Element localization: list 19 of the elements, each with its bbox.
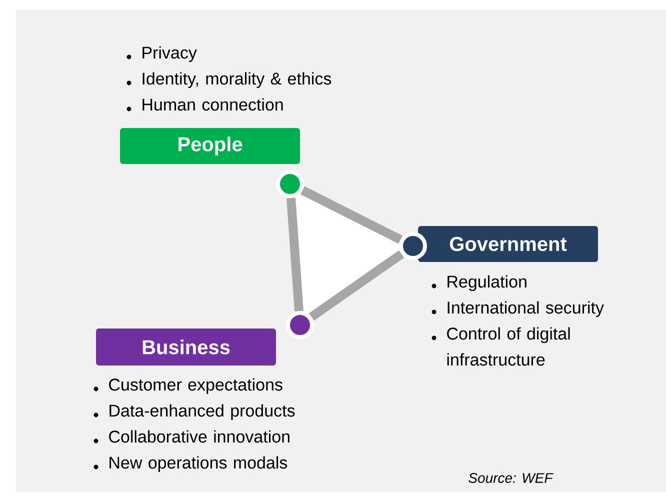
list-item: Human connection — [126, 98, 283, 112]
source-note: Source: WEF — [468, 473, 554, 483]
joint-dot — [399, 232, 427, 260]
connector-line — [308, 250, 404, 321]
list-item: Customer expectations — [94, 378, 282, 394]
list-item: Regulation — [432, 275, 526, 292]
joint-dot — [286, 311, 314, 339]
connector-line — [300, 186, 403, 244]
list-item: Collaborative innovation — [94, 430, 290, 444]
list-item: Identity, morality & ethics — [126, 72, 332, 88]
list-item: Control of digital infrastructure — [432, 327, 570, 366]
label-box: Business — [96, 328, 276, 366]
label-box: People — [120, 128, 300, 164]
list-item: International security — [432, 301, 604, 318]
connector-line — [286, 198, 304, 312]
list-item: Privacy — [126, 46, 197, 62]
list-item: Data-enhanced products — [94, 404, 295, 420]
list-item: New operations modals — [94, 456, 288, 472]
joint-dot — [276, 170, 304, 198]
